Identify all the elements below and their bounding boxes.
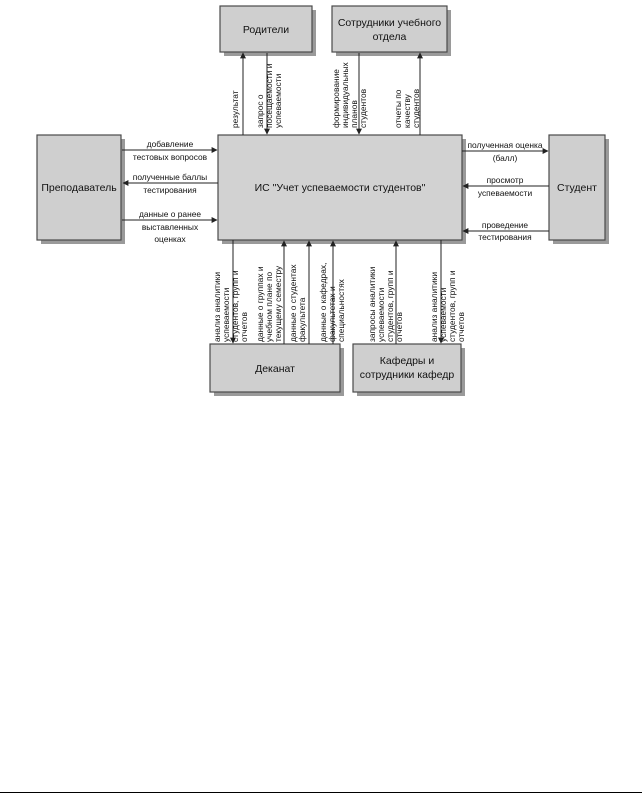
staff-label-1: Сотрудники учебного xyxy=(338,17,441,29)
flow-dean-depts-label: данные о кафедрах, факультетах и специал… xyxy=(318,263,346,342)
student-box: Студент xyxy=(548,134,609,244)
flow-student-grade-label: полученная оценка (балл) xyxy=(467,140,542,163)
svg-text:запрос о: запрос о xyxy=(255,94,265,128)
svg-text:студентов: студентов xyxy=(411,88,421,128)
svg-text:успеваемости: успеваемости xyxy=(438,287,448,342)
svg-text:отчетов: отчетов xyxy=(239,312,249,342)
flow-teacher-prev-label: данные о ранее выставленных оценках xyxy=(139,209,201,244)
svg-text:посещаемости и: посещаемости и xyxy=(264,63,274,128)
svg-text:анализ аналитики: анализ аналитики xyxy=(429,272,439,342)
flow-staff-plans-label: формирование индивидуальных планов студе… xyxy=(331,61,368,128)
svg-text:проведение: проведение xyxy=(482,220,529,230)
student-label: Студент xyxy=(557,182,597,194)
departments-label-2: сотрудники кафедр xyxy=(360,369,455,381)
svg-text:индивидуальных: индивидуальных xyxy=(340,61,350,128)
svg-text:качеству: качеству xyxy=(402,93,412,128)
svg-text:студентов: студентов xyxy=(358,88,368,128)
svg-text:тестирования: тестирования xyxy=(478,232,531,242)
svg-text:тестовых вопросов: тестовых вопросов xyxy=(133,152,208,162)
flow-teacher-scores-label: полученные баллы тестирования xyxy=(133,172,207,195)
svg-text:полученные баллы: полученные баллы xyxy=(133,172,207,182)
svg-text:студентов, групп и: студентов, групп и xyxy=(385,270,395,342)
svg-text:планов: планов xyxy=(349,100,359,128)
staff-label-2: отдела xyxy=(373,31,407,43)
svg-text:данные о ранее: данные о ранее xyxy=(139,209,201,219)
svg-text:студентов, групп и: студентов, групп и xyxy=(447,270,457,342)
svg-text:данные о группах и: данные о группах и xyxy=(255,266,265,342)
page-bottom-rule xyxy=(0,792,642,793)
flow-dept-analysis-label: анализ аналитики успеваемости студентов,… xyxy=(429,270,466,342)
svg-text:данные о кафедрах,: данные о кафедрах, xyxy=(318,263,328,342)
svg-text:полученная оценка: полученная оценка xyxy=(467,140,542,150)
flow-staff-reports-label: отчеты по качеству студентов xyxy=(393,88,421,128)
svg-text:просмотр: просмотр xyxy=(487,175,524,185)
dean-label: Деканат xyxy=(255,363,295,375)
svg-text:выставленных: выставленных xyxy=(142,222,199,232)
svg-text:добавление: добавление xyxy=(147,139,194,149)
flow-student-view-label: просмотр успеваемости xyxy=(478,175,533,198)
svg-text:(балл): (балл) xyxy=(493,153,518,163)
flow-parents-result-label: результат xyxy=(230,90,240,128)
svg-text:отчетов: отчетов xyxy=(394,312,404,342)
flow-teacher-add-label: добавление тестовых вопросов xyxy=(133,139,208,162)
svg-text:текущему семестру: текущему семестру xyxy=(273,265,283,342)
departments-box: Кафедры и сотрудники кафедр xyxy=(352,343,465,396)
svg-text:успеваемости: успеваемости xyxy=(221,287,231,342)
departments-label-1: Кафедры и xyxy=(380,355,435,367)
svg-text:успеваемости: успеваемости xyxy=(478,188,533,198)
svg-text:успеваемости: успеваемости xyxy=(273,73,283,128)
svg-text:отчетов: отчетов xyxy=(456,312,466,342)
svg-text:учебном плане по: учебном плане по xyxy=(264,271,274,342)
parents-label: Родители xyxy=(243,24,289,36)
teacher-label: Преподаватель xyxy=(41,182,117,194)
flow-dean-analysis-label: анализ аналитики успеваемости студентов,… xyxy=(212,270,249,342)
flow-dean-students-label: данные о студентах факультета xyxy=(288,264,307,342)
svg-text:оценках: оценках xyxy=(154,234,186,244)
svg-text:формирование: формирование xyxy=(331,69,341,128)
main-system-label: ИС "Учет успеваемости студентов" xyxy=(255,182,426,194)
staff-box: Сотрудники учебного отдела xyxy=(331,5,451,56)
svg-text:анализ аналитики: анализ аналитики xyxy=(212,272,222,342)
flow-dean-groups-label: данные о группах и учебном плане по теку… xyxy=(255,265,283,342)
teacher-box: Преподаватель xyxy=(36,134,125,244)
flow-parents-request-label: запрос о посещаемости и успеваемости xyxy=(255,63,283,128)
svg-text:результат: результат xyxy=(230,90,240,128)
flow-dept-requests-label: запросы аналитики успеваемости студентов… xyxy=(367,266,404,342)
dean-box: Деканат xyxy=(209,343,344,396)
parents-box: Родители xyxy=(219,5,316,56)
main-system-box: ИС "Учет успеваемости студентов" xyxy=(217,134,466,244)
svg-text:запросы аналитики: запросы аналитики xyxy=(367,266,377,342)
svg-text:факультета: факультета xyxy=(297,297,307,342)
svg-text:отчеты по: отчеты по xyxy=(393,89,403,128)
svg-text:тестирования: тестирования xyxy=(143,185,196,195)
svg-text:факультетах и: факультетах и xyxy=(327,286,337,342)
flow-student-test-label: проведение тестирования xyxy=(478,220,531,242)
svg-text:студентов, групп и: студентов, групп и xyxy=(230,270,240,342)
svg-text:данные о студентах: данные о студентах xyxy=(288,264,298,342)
svg-text:специальностях: специальностях xyxy=(336,278,346,342)
svg-text:успеваемости: успеваемости xyxy=(376,287,386,342)
